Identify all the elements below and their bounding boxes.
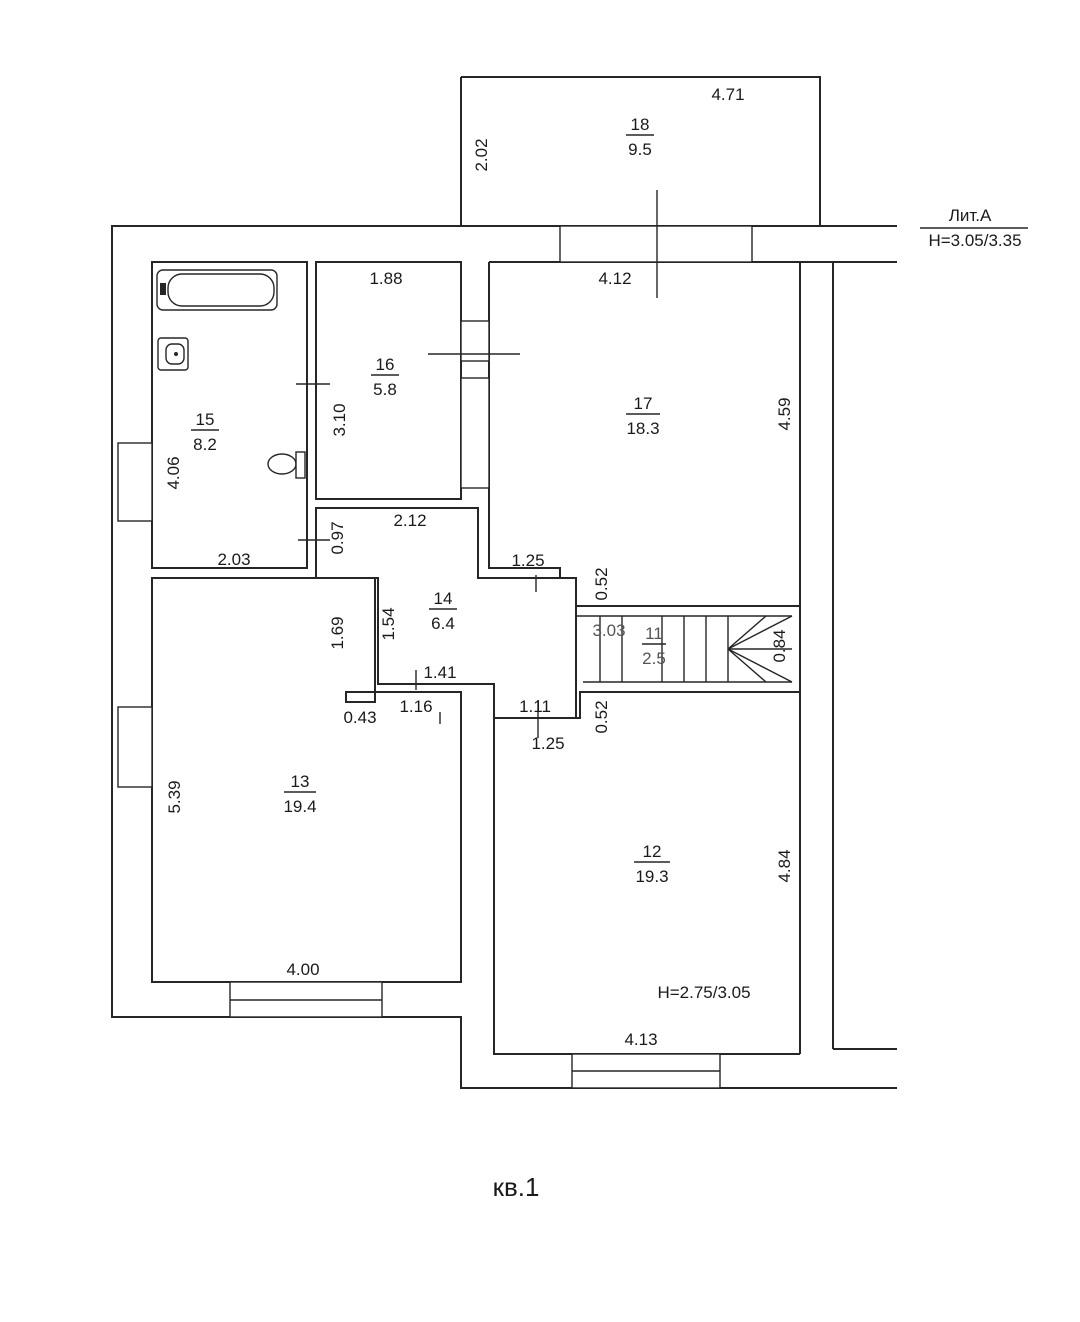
dim-label: 2.12: [393, 511, 426, 530]
room-label-18: 18 9.5: [626, 115, 654, 159]
caption: кв.1: [493, 1172, 540, 1202]
room-number: 13: [291, 772, 310, 791]
room-number: 18: [631, 115, 650, 134]
dim-label: 1.25: [511, 551, 544, 570]
dim-label: 0.52: [592, 700, 611, 733]
toilet-icon: [267, 451, 306, 479]
dimension-labels: 4.71 2.02 1.88 4.12 3.10 4.06 4.59 2.03 …: [164, 85, 794, 1049]
dim-label: 4.06: [164, 456, 183, 489]
dim-label: 1.16: [399, 697, 432, 716]
door-marks: [296, 190, 658, 738]
room-number: 15: [196, 410, 215, 429]
dim-label: 1.69: [328, 616, 347, 649]
room-16-walls: [315, 261, 462, 500]
room-label-16: 16 5.8: [371, 355, 399, 399]
room-label-14: 14 6.4: [429, 589, 457, 633]
room-area: 19.4: [283, 797, 316, 816]
ceiling-height-label: Н=3.05/3.35: [928, 231, 1021, 250]
sink-icon: [157, 337, 189, 371]
room-label-17: 17 18.3: [626, 394, 660, 438]
dim-label: 4.59: [775, 397, 794, 430]
dim-label: 0.84: [770, 629, 789, 662]
room-12-height-label: Н=2.75/3.05: [657, 983, 750, 1002]
staircase: [576, 615, 793, 683]
room-area: 6.4: [431, 614, 455, 633]
windows: [117, 225, 753, 1089]
room-14-walls: [315, 507, 577, 719]
balcony-outline: [460, 76, 821, 226]
dim-label: 3.10: [330, 403, 349, 436]
room-number: 11: [645, 624, 663, 643]
dim-label: 4.71: [711, 85, 744, 104]
bathtub-icon: [156, 269, 278, 311]
dim-label: 1.11: [519, 697, 551, 716]
room-area: 2.5: [642, 649, 666, 668]
dim-label: 1.88: [369, 269, 402, 288]
room-label-11: 11 2.5: [642, 624, 666, 668]
room-area: 19.3: [635, 867, 668, 886]
dim-label: 1.54: [379, 607, 398, 640]
room-number: 16: [376, 355, 395, 374]
room-labels: 18 9.5 17 18.3 16 5.8 15 8.2 14 6.4 13 1…: [191, 115, 670, 886]
room-area: 8.2: [193, 435, 217, 454]
dim-label: 4.00: [286, 960, 319, 979]
dim-label: 1.41: [423, 663, 456, 682]
dim-label: 0.97: [328, 521, 347, 554]
room-number: 12: [643, 842, 662, 861]
dim-label: 2.02: [472, 138, 491, 171]
room-label-12: 12 19.3: [634, 842, 670, 886]
dim-label: 4.13: [624, 1030, 657, 1049]
dim-label: 5.39: [165, 780, 184, 813]
dim-label: 0.52: [592, 567, 611, 600]
room-label-13: 13 19.4: [283, 772, 316, 816]
dim-label: 0.43: [343, 708, 376, 727]
dim-label: 3.03: [592, 621, 625, 640]
room-area: 9.5: [628, 140, 652, 159]
lit-label: Лит.А: [949, 206, 992, 225]
room-label-15: 15 8.2: [191, 410, 219, 454]
dim-label: 2.03: [217, 550, 250, 569]
room-area: 5.8: [373, 380, 397, 399]
room-area: 18.3: [626, 419, 659, 438]
dim-label: 1.25: [531, 734, 564, 753]
dim-label: 4.12: [598, 269, 631, 288]
room-number: 17: [634, 394, 653, 413]
dim-label: 4.84: [775, 849, 794, 882]
room-number: 14: [434, 589, 453, 608]
